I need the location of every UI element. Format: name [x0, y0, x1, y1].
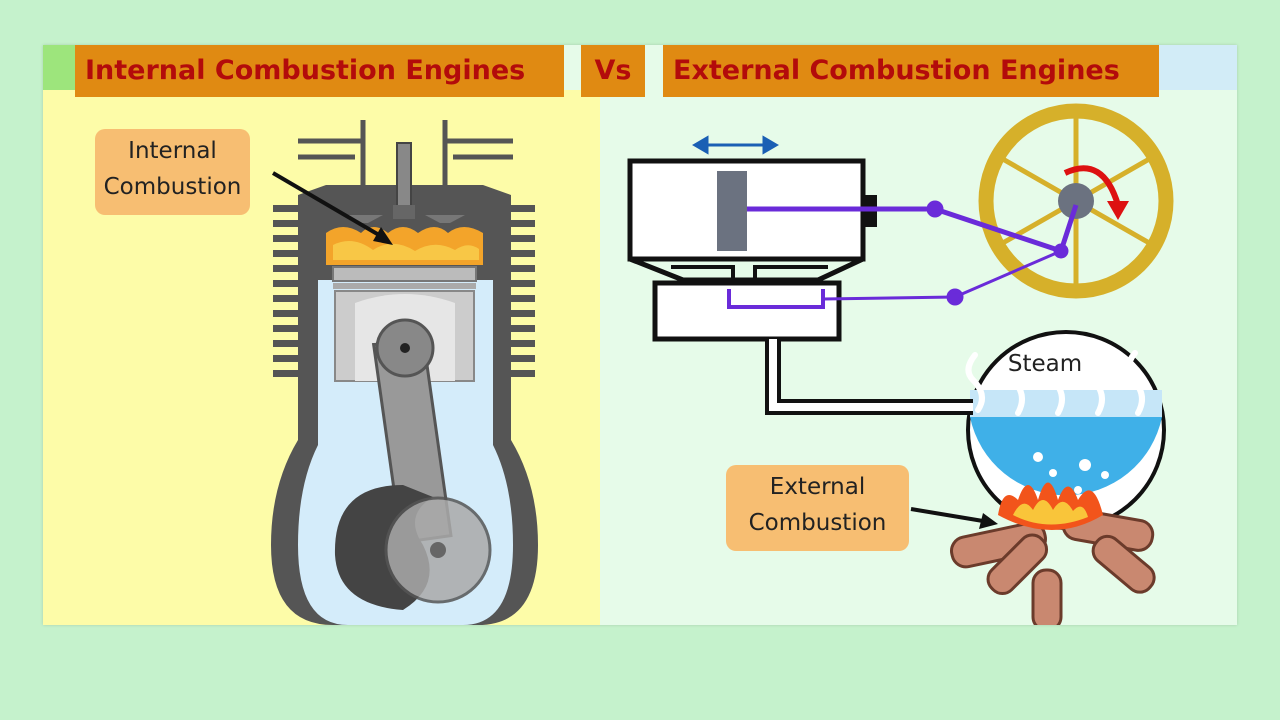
header-accent-blue [1159, 45, 1237, 90]
steam-cylinder [627, 158, 877, 342]
internal-label-line-1: Internal [128, 138, 217, 164]
internal-label-line-2: Combustion [103, 174, 242, 200]
external-pointer-arrow [910, 507, 998, 529]
external-label-line-1: External [769, 474, 866, 500]
spark-plug-icon [393, 142, 415, 219]
engines-illustration: Steam [271, 103, 1174, 625]
valve-stems [298, 120, 513, 215]
external-label-line-2: Combustion [748, 510, 887, 536]
valves [343, 215, 465, 223]
steam-label: Steam [1008, 351, 1082, 377]
internal-pointer-arrow [271, 171, 393, 245]
crankshaft [334, 485, 492, 610]
external-combustion-label: External Combustion [726, 465, 909, 551]
campfire [950, 482, 1156, 625]
internal-title: Internal Combustion Engines [75, 45, 564, 97]
header-accent-green [43, 45, 75, 90]
connecting-rod [371, 318, 453, 545]
internal-combustion-label: Internal Combustion [95, 129, 250, 215]
boiler-flask [955, 330, 1166, 530]
comparison-card: Internal Combustion Engines Vs External … [43, 45, 1237, 625]
steam-pipe [765, 339, 958, 415]
external-title: External Combustion Engines [663, 45, 1159, 97]
flywheel [978, 103, 1174, 299]
reciprocation-arrow-icon [692, 135, 779, 155]
linkage [747, 200, 1079, 306]
vs-title: Vs [581, 45, 645, 97]
rotation-arrow-icon [1063, 165, 1129, 220]
